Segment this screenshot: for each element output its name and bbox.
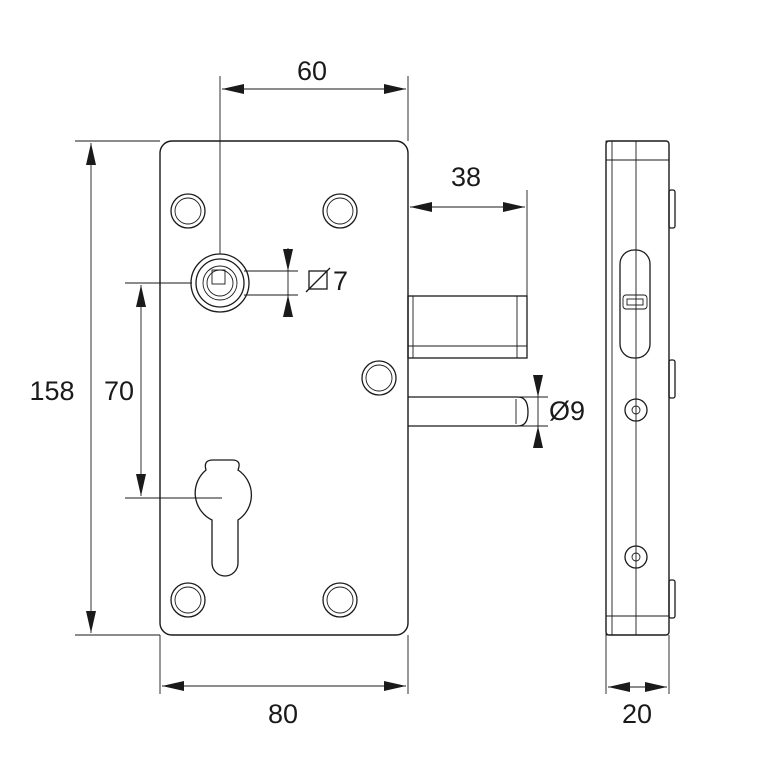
screw-hole-top-left — [170, 193, 206, 229]
screw-hole-bottom-right — [322, 582, 358, 618]
diameter-icon — [305, 267, 331, 293]
side-view — [605, 140, 676, 636]
dimension-width-label: 80 — [268, 699, 298, 729]
latch-bolt — [408, 396, 529, 427]
dimension-bolt-throw: 38 — [410, 162, 528, 296]
face-plate — [159, 140, 409, 636]
dimension-latch-diameter: Ø9 — [518, 375, 585, 448]
dimension-key-hole: 7 — [244, 248, 348, 317]
dimension-key-offset-label: 60 — [297, 56, 327, 86]
dimension-height: 158 — [29, 140, 160, 636]
screw-hole-top-right — [322, 193, 358, 229]
dimension-width: 80 — [159, 635, 409, 729]
screw-hole-middle-right — [361, 360, 397, 396]
dimension-key-to-cylinder: 70 — [104, 282, 222, 499]
screw-hole-bottom-left — [170, 582, 206, 618]
dimension-depth-label: 20 — [622, 699, 652, 729]
dimension-bolt-throw-label: 38 — [451, 162, 481, 192]
front-view — [159, 140, 529, 636]
dimension-depth: 20 — [605, 635, 670, 729]
euro-cylinder-cutout — [194, 459, 252, 577]
dimension-key-hole-label: 7 — [333, 266, 348, 296]
dimension-latch-diameter-label: Ø9 — [549, 396, 585, 426]
dimension-height-label: 158 — [29, 376, 74, 406]
dimension-key-to-cylinder-label: 70 — [104, 376, 134, 406]
dimension-key-offset: 60 — [219, 56, 409, 254]
dead-bolt — [407, 295, 528, 359]
